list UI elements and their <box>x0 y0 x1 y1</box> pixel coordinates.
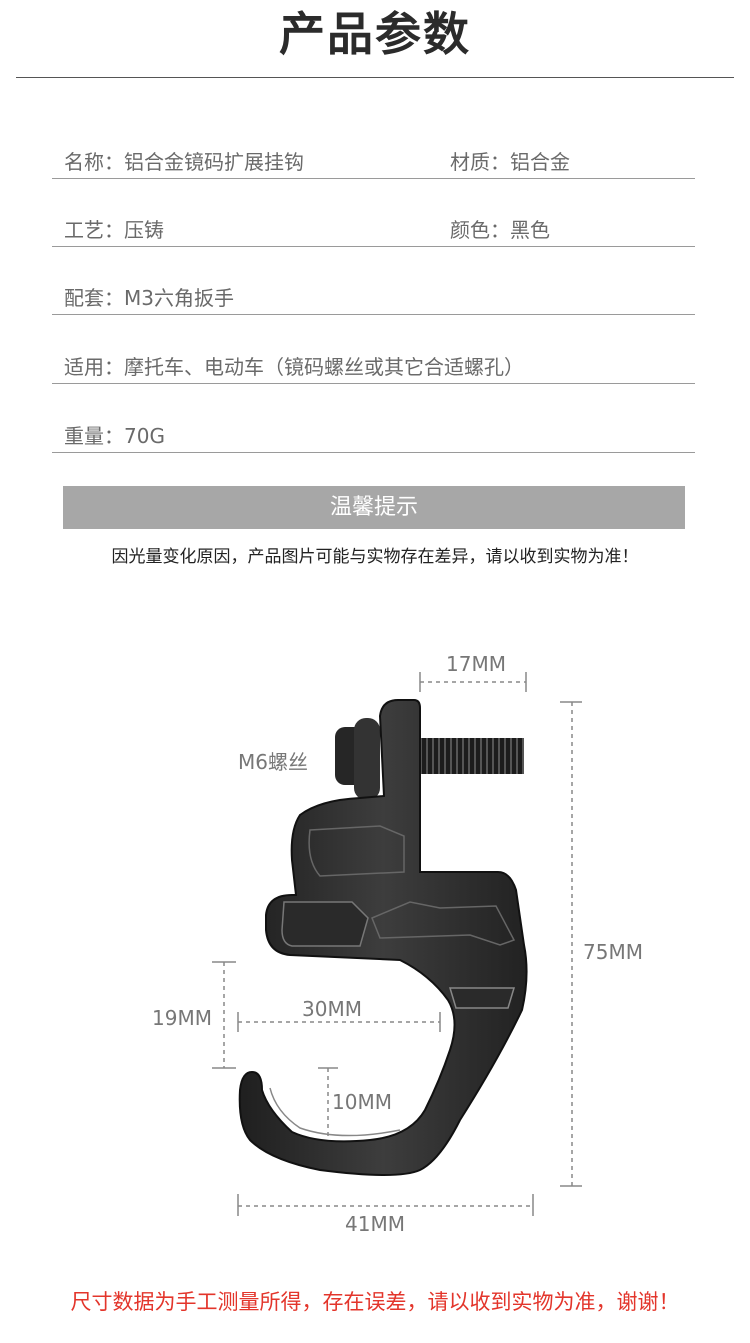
spec-usage: 适用：摩托车、电动车（镜码螺丝或其它合适螺孔） <box>64 355 524 379</box>
dim-opening-label: 30MM <box>302 997 362 1021</box>
hook-facet-left <box>281 901 369 947</box>
spec-row-2: 工艺：压铸 颜色：黑色 <box>52 214 695 247</box>
notice-text: 因光量变化原因，产品图片可能与实物存在差异，请以收到实物为准！ <box>111 547 639 567</box>
page-title: 产品参数 <box>279 7 471 61</box>
product-dimension-diagram: M6螺丝 17MM 75MM 19MM 30MM 10MM 41MM <box>0 600 750 1260</box>
spec-row-4: 适用：摩托车、电动车（镜码螺丝或其它合适螺孔） <box>52 351 695 384</box>
dim-height-label: 75MM <box>583 940 643 964</box>
dim-width-label: 41MM <box>345 1212 405 1236</box>
washer <box>354 718 380 800</box>
dim-top-label: 17MM <box>446 652 506 676</box>
hook-tip-edge <box>269 1087 401 1137</box>
spec-row-3: 配套：M3六角扳手 <box>52 282 695 315</box>
spec-material: 材质：铝合金 <box>450 150 570 174</box>
spec-process: 工艺：压铸 <box>64 218 164 242</box>
hook-illustration <box>212 672 582 1216</box>
dim-left-label: 19MM <box>152 1006 212 1030</box>
dimension-lines <box>212 672 582 1216</box>
hook-facet-upper <box>308 825 405 877</box>
footer-disclaimer: 尺寸数据为手工测量所得，存在误差，请以收到实物为准，谢谢！ <box>70 1290 680 1314</box>
screw-label: M6螺丝 <box>238 750 308 774</box>
spec-name: 名称：铝合金镜码扩展挂钩 <box>64 150 304 174</box>
spec-color: 颜色：黑色 <box>450 218 550 242</box>
notice-heading: 温馨提示 <box>63 486 685 529</box>
screw-thread <box>418 738 524 774</box>
spec-accessory: 配套：M3六角扳手 <box>64 286 234 310</box>
spec-weight: 重量：70G <box>64 424 165 448</box>
dim-tip-label: 10MM <box>332 1090 392 1114</box>
title-divider <box>16 77 734 78</box>
spec-row-1: 名称：铝合金镜码扩展挂钩 材质：铝合金 <box>52 146 695 179</box>
hook-facet-ridge <box>371 901 516 946</box>
hook-facet-right <box>448 987 516 1009</box>
spec-row-5: 重量：70G <box>52 420 695 453</box>
